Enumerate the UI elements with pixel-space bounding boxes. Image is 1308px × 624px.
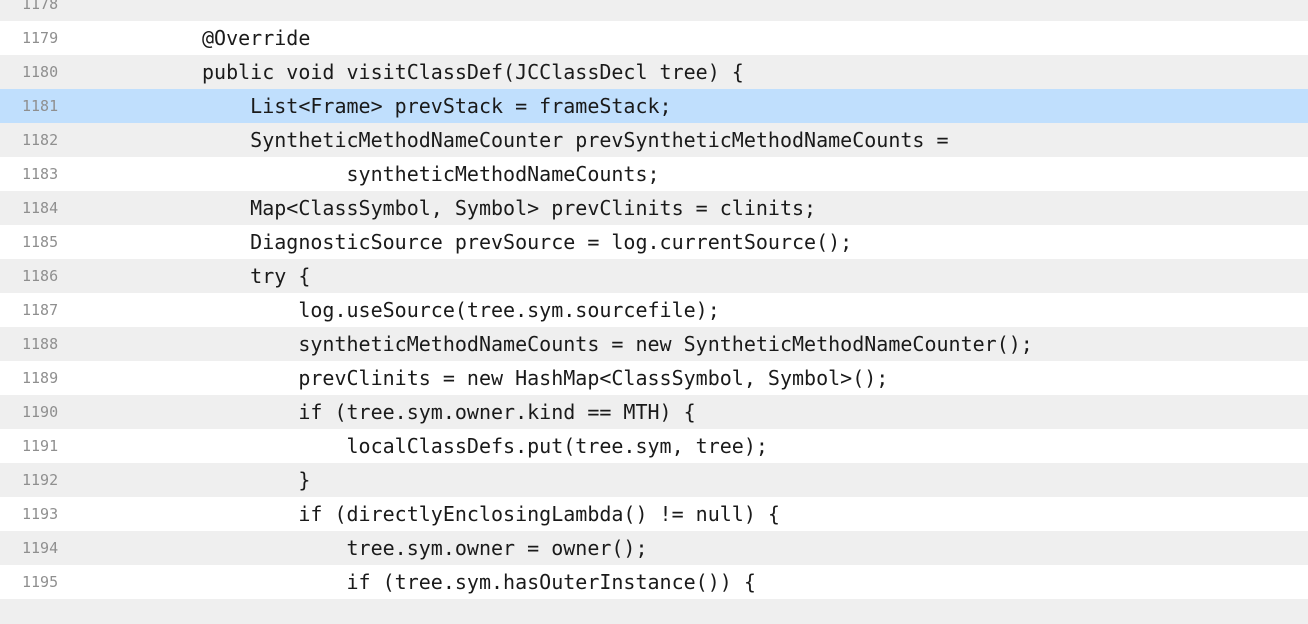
line-code[interactable]: syntheticMethodNameCounts = new Syntheti… [202,332,1033,356]
code-line: 1182 SyntheticMethodNameCounter prevSynt… [0,123,1308,157]
line-code[interactable]: if (directlyEnclosingLambda() != null) { [202,502,780,526]
line-code[interactable]: DiagnosticSource prevSource = log.curren… [202,230,853,254]
line-number[interactable]: 1184 [22,199,59,217]
line-number[interactable]: 1195 [22,573,59,591]
line-number[interactable]: 1193 [22,505,59,523]
code-line: 1189 prevClinits = new HashMap<ClassSymb… [0,361,1308,395]
line-number[interactable]: 1191 [22,437,59,455]
code-line: 1192 } [0,463,1308,497]
line-number[interactable]: 1183 [22,165,59,183]
line-number[interactable]: 1192 [22,471,59,489]
line-number[interactable]: 1178 [22,0,59,13]
line-code[interactable]: List<Frame> prevStack = frameStack; [202,94,672,118]
line-code[interactable]: log.useSource(tree.sym.sourcefile); [202,298,720,322]
code-line [0,599,1308,624]
line-number[interactable]: 1185 [22,233,59,251]
code-line: 1184 Map<ClassSymbol, Symbol> prevClinit… [0,191,1308,225]
line-code[interactable]: syntheticMethodNameCounts; [202,162,660,186]
code-line: 1186 try { [0,259,1308,293]
line-number[interactable]: 1180 [22,63,59,81]
code-line-highlighted: 1181 List<Frame> prevStack = frameStack; [0,89,1308,123]
line-code[interactable]: SyntheticMethodNameCounter prevSynthetic… [202,128,949,152]
code-line: 1187 log.useSource(tree.sym.sourcefile); [0,293,1308,327]
line-code[interactable]: Map<ClassSymbol, Symbol> prevClinits = c… [202,196,817,220]
line-code[interactable]: localClassDefs.put(tree.sym, tree); [202,434,768,458]
line-code[interactable]: if (tree.sym.owner.kind == MTH) { [202,400,696,424]
code-line: 1178 [0,0,1308,21]
line-number[interactable]: 1186 [22,267,59,285]
code-line: 1195 if (tree.sym.hasOuterInstance()) { [0,565,1308,599]
line-code[interactable]: if (tree.sym.hasOuterInstance()) { [202,570,756,594]
code-line: 1185 DiagnosticSource prevSource = log.c… [0,225,1308,259]
code-line: 1191 localClassDefs.put(tree.sym, tree); [0,429,1308,463]
line-number[interactable]: 1182 [22,131,59,149]
line-number[interactable]: 1194 [22,539,59,557]
code-line: 1194 tree.sym.owner = owner(); [0,531,1308,565]
code-line: 1190 if (tree.sym.owner.kind == MTH) { [0,395,1308,429]
line-number[interactable]: 1181 [22,97,59,115]
line-number[interactable]: 1179 [22,29,59,47]
line-number[interactable]: 1189 [22,369,59,387]
line-code[interactable]: @Override [202,26,311,50]
code-line: 1183 syntheticMethodNameCounts; [0,157,1308,191]
line-number[interactable]: 1187 [22,301,59,319]
code-line: 1193 if (directlyEnclosingLambda() != nu… [0,497,1308,531]
line-code[interactable]: } [202,468,311,492]
code-line: 1188 syntheticMethodNameCounts = new Syn… [0,327,1308,361]
line-code[interactable]: try { [202,264,311,288]
code-line: 1180 public void visitClassDef(JCClassDec… [0,55,1308,89]
line-code[interactable]: prevClinits = new HashMap<ClassSymbol, S… [202,366,889,390]
line-number[interactable]: 1190 [22,403,59,421]
code-line: 1179 @Override [0,21,1308,55]
line-code[interactable]: tree.sym.owner = owner(); [202,536,648,560]
line-number[interactable]: 1188 [22,335,59,353]
line-code[interactable]: public void visitClassDef(JCClassDecl tr… [202,60,744,84]
